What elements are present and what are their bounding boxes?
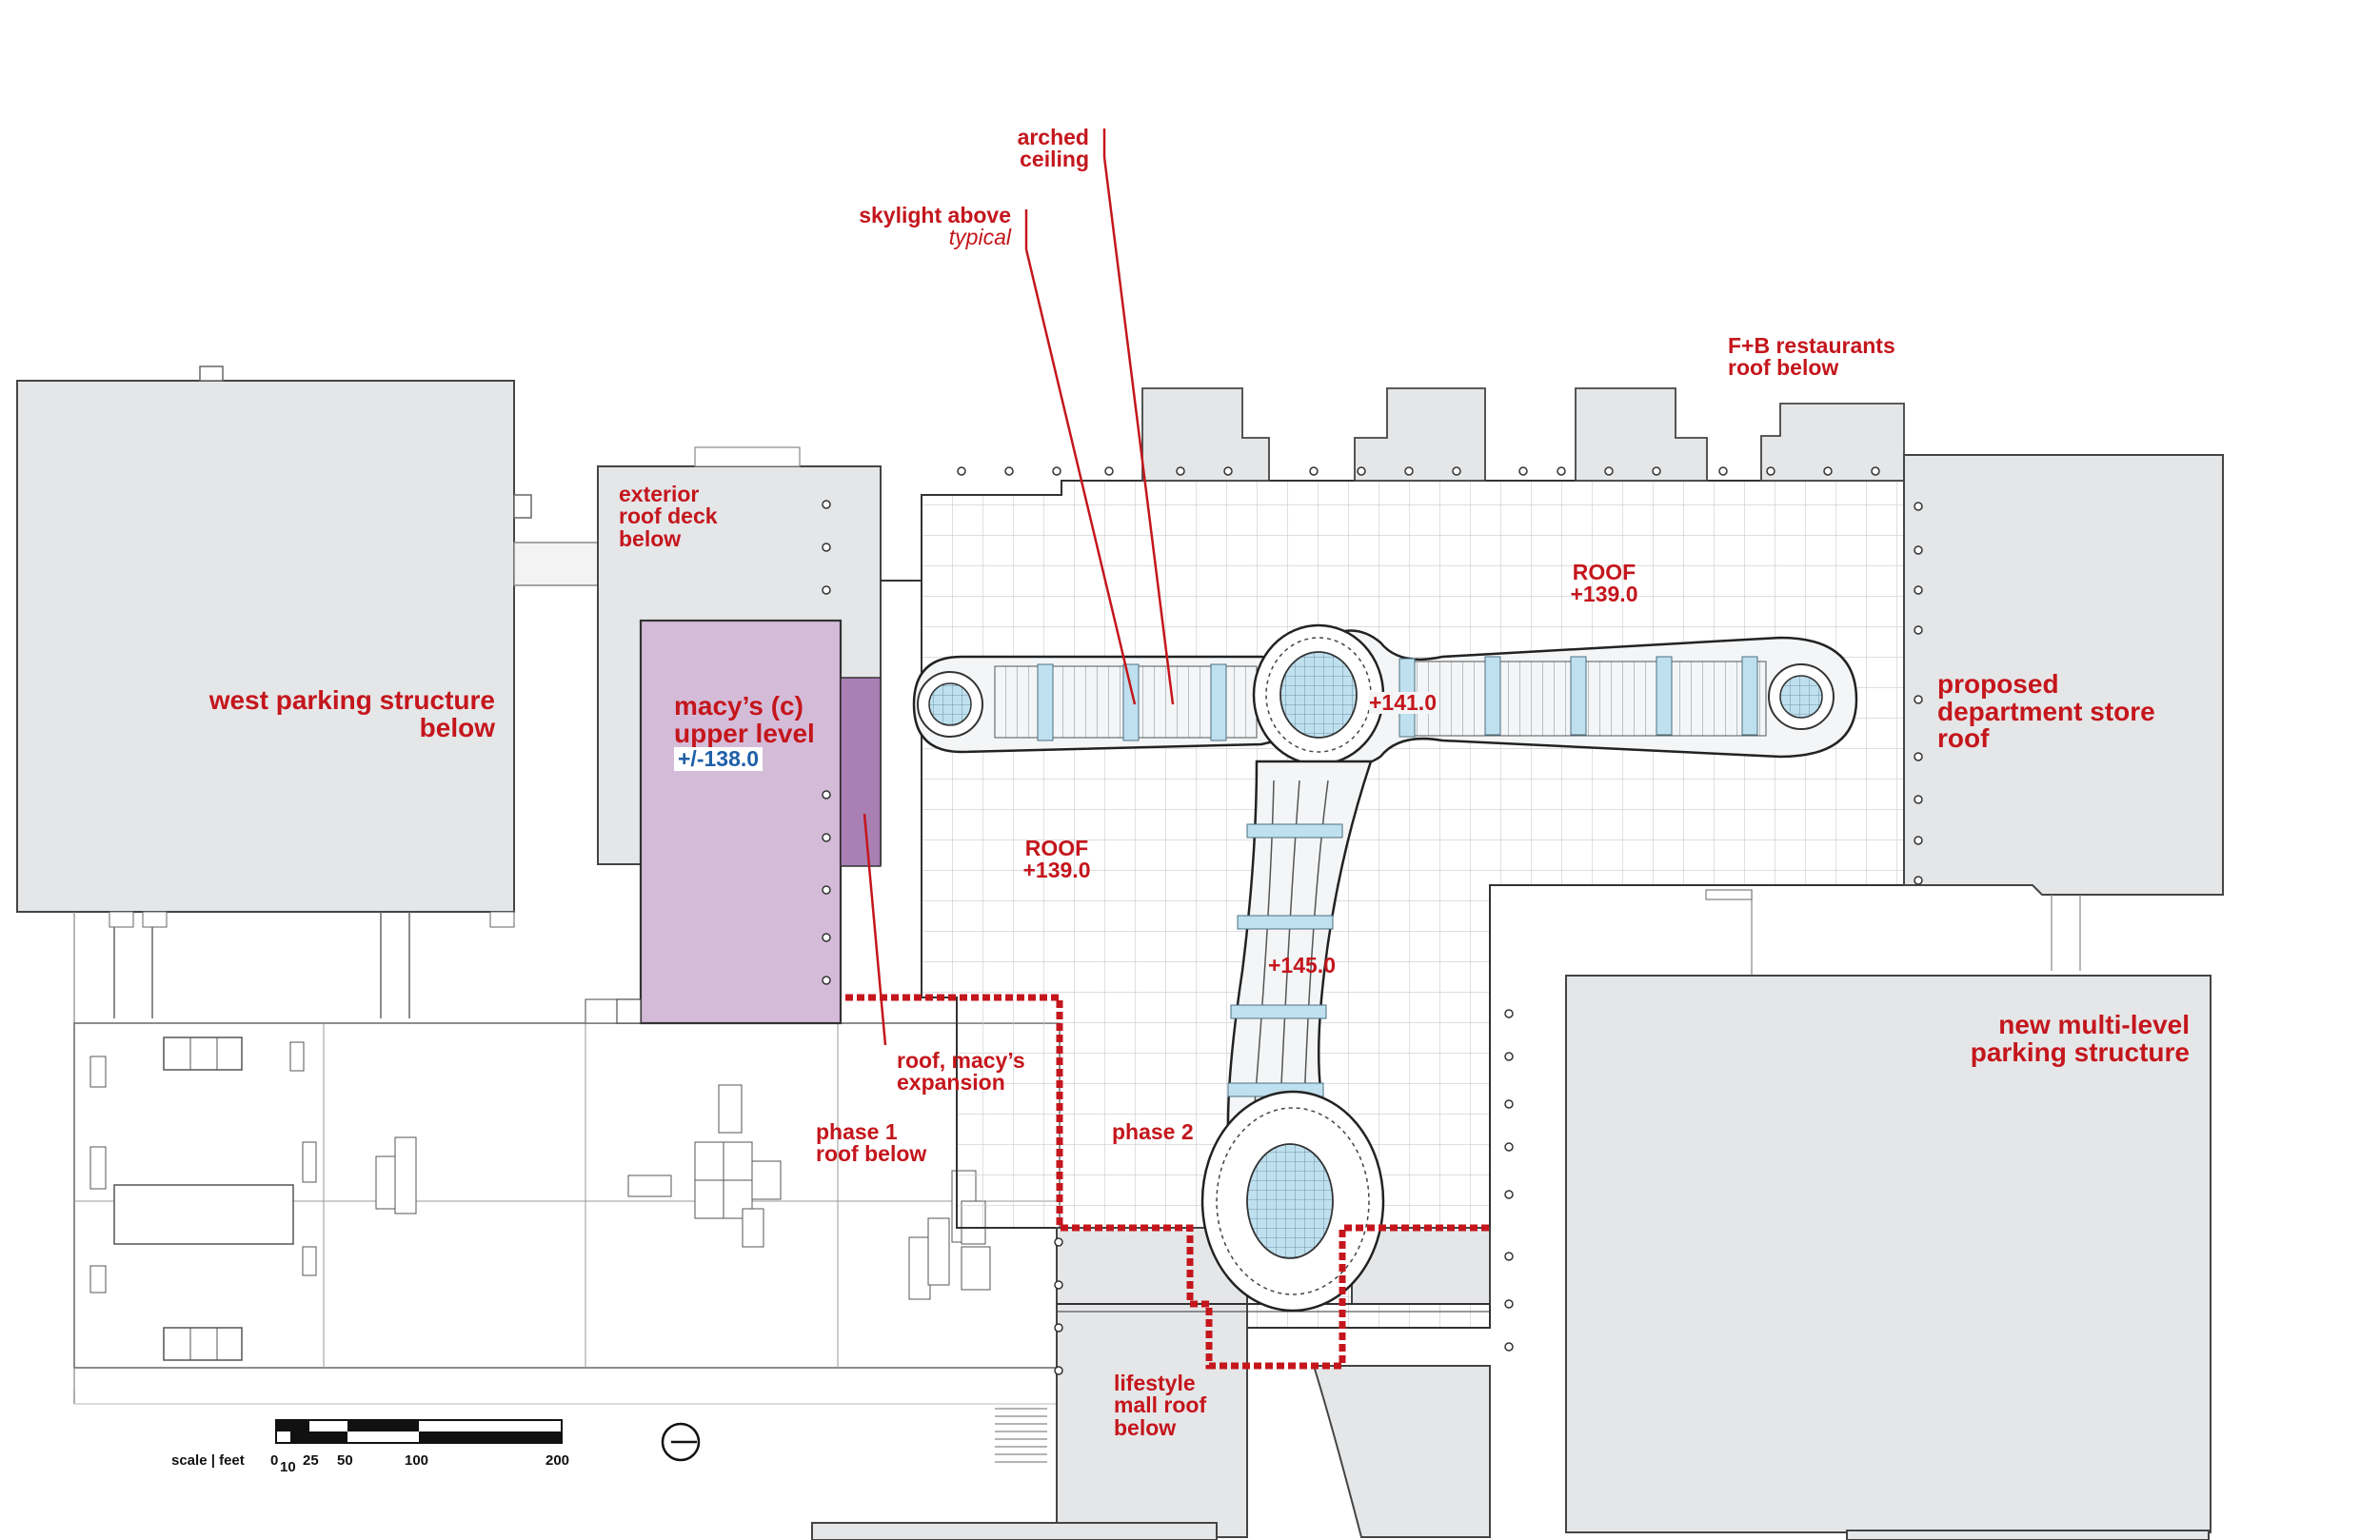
west-parking-label: west parking structure below — [143, 685, 495, 742]
scale-tick: 0 — [270, 1452, 279, 1469]
label-line: +145.0 — [1268, 953, 1336, 977]
skylight-label: skylight above typical — [800, 203, 1011, 250]
fb-restaurant-pavilions — [1141, 387, 1905, 482]
roof-top-label: ROOF +139.0 — [1552, 560, 1656, 607]
label-line: phase 2 — [1112, 1119, 1194, 1144]
west-parking-structure — [16, 380, 515, 913]
central-rotunda — [1252, 623, 1385, 766]
phase-1-roof-area — [73, 1022, 1061, 1523]
scale-bar — [275, 1419, 563, 1444]
label-line: proposed — [1937, 669, 2059, 699]
label-line: F+B restaurants — [1728, 333, 1895, 358]
fb-restaurants-label: F+B restaurants roof below — [1728, 333, 1895, 381]
label-line: +139.0 — [1570, 582, 1638, 607]
proposed-store-label: proposed department store roof — [1937, 669, 2155, 754]
label-line: +139.0 — [1022, 858, 1091, 883]
label-line: roof deck — [619, 503, 718, 529]
column-markers — [822, 466, 1923, 1375]
label-line: roof — [1937, 723, 1990, 754]
label-line: ROOF — [1572, 560, 1636, 584]
label-line: below — [1114, 1414, 1177, 1440]
scale-tick: 100 — [405, 1452, 429, 1469]
label-line: lifestyle — [1114, 1371, 1196, 1395]
label-line: typical — [948, 225, 1011, 250]
roof-mid-label: ROOF +139.0 — [1004, 836, 1109, 883]
label-line: ROOF — [1024, 836, 1089, 860]
label-line: exterior — [619, 482, 700, 506]
macys-level-label: +/-138.0 — [674, 747, 764, 772]
lifestyle-mall-roof — [1056, 1227, 1248, 1538]
label-line: phase 1 — [816, 1119, 898, 1144]
label-line: parking structure — [1970, 1037, 2190, 1067]
label-line: department store — [1937, 696, 2155, 726]
label-line: upper level — [674, 718, 815, 748]
label-line: ceiling — [1020, 147, 1089, 172]
lifestyle-mall-label: lifestyle mall roof below — [1114, 1372, 1206, 1439]
level-value: +/-138.0 — [674, 747, 764, 772]
scale-tick: 50 — [337, 1452, 353, 1469]
label-line: skylight above — [859, 203, 1011, 227]
scale-caption: scale | feet — [171, 1452, 245, 1469]
label-line: below — [419, 712, 495, 742]
label-line: expansion — [897, 1070, 1005, 1096]
label-line: macy’s (c) — [674, 691, 803, 721]
scale-tick: 200 — [545, 1452, 570, 1469]
macys-upper-level — [639, 619, 843, 1025]
label-line: new multi-level — [1998, 1010, 2190, 1039]
south-rotunda — [1200, 1090, 1385, 1313]
phase-1-label: phase 1 roof below — [816, 1119, 927, 1167]
label-line: roof below — [816, 1141, 927, 1167]
elevation-145-label: +145.0 — [1268, 953, 1336, 977]
label-line: mall roof — [1114, 1392, 1207, 1418]
label-line: west parking structure — [208, 685, 495, 715]
leader-lines — [863, 128, 1175, 1046]
scale-tick: 25 — [303, 1452, 319, 1469]
diagonal-skylight-wing — [1226, 760, 1373, 1125]
proposed-department-store — [1903, 454, 2224, 896]
label-line: roof below — [1728, 355, 1839, 381]
scale-tick: 10 — [280, 1459, 296, 1475]
phase-2-label: phase 2 — [1112, 1119, 1194, 1144]
north-arrow-icon — [661, 1422, 701, 1462]
label-line: below — [619, 525, 682, 551]
new-multi-level-parking — [1565, 975, 2211, 1533]
macys-label: macy’s (c) upper level — [674, 691, 815, 748]
macys-expansion-label: roof, macy’s expansion — [897, 1048, 1025, 1096]
elevation-141-label: +141.0 — [1369, 690, 1437, 715]
label-line: +141.0 — [1369, 690, 1437, 715]
arched-ceiling-label: arched ceiling — [971, 125, 1089, 172]
new-parking-label: new multi-level parking structure — [1809, 1010, 2190, 1067]
label-line: roof, macy’s — [897, 1048, 1025, 1073]
exterior-roof-deck-label: exterior roof deck below — [619, 482, 718, 551]
label-line: arched — [1017, 125, 1089, 149]
